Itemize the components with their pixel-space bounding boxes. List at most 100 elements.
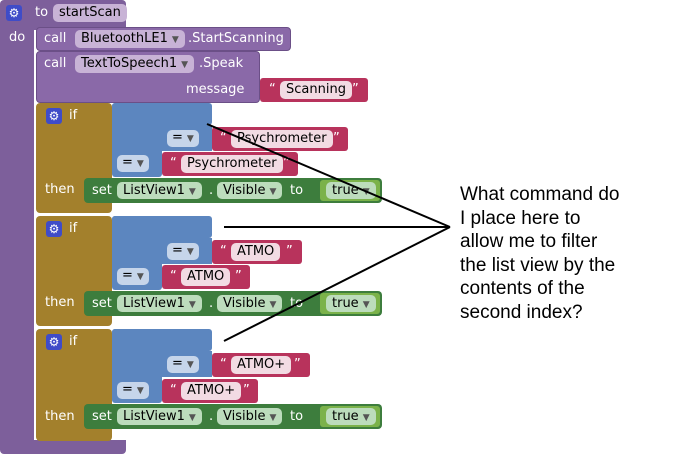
kw-to: to bbox=[290, 183, 304, 198]
chevron-down-icon: ▼ bbox=[269, 413, 277, 423]
kw-then: then bbox=[45, 409, 75, 424]
arg-label-message: message bbox=[186, 82, 245, 97]
op-label: = bbox=[172, 243, 183, 258]
kw-set: set bbox=[92, 409, 112, 424]
kw-to: to bbox=[35, 5, 49, 20]
boolean-label: true bbox=[332, 409, 359, 424]
chevron-down-icon: ▼ bbox=[188, 300, 196, 310]
component-dropdown-tts[interactable]: TextToSpeech1▼ bbox=[75, 55, 195, 73]
text-field[interactable]: ATMO+ bbox=[231, 356, 292, 374]
annotation-line: What command do bbox=[460, 184, 620, 205]
kw-then: then bbox=[45, 182, 75, 197]
quote-open: “ bbox=[170, 269, 177, 284]
quote-close: ” bbox=[352, 82, 359, 97]
kw-then: then bbox=[45, 295, 75, 310]
gear-icon[interactable]: ⚙ bbox=[46, 108, 62, 124]
dot-label: . bbox=[209, 296, 214, 311]
property-dropdown-visible[interactable]: Visible▼ bbox=[217, 408, 283, 425]
property-label: Visible bbox=[223, 183, 266, 198]
annotation-line: I place here to bbox=[460, 207, 581, 229]
component-dropdown-listview[interactable]: ListView1▼ bbox=[117, 408, 202, 425]
quote-open: “ bbox=[269, 82, 276, 97]
annotation-line: allow me to filter bbox=[460, 231, 598, 252]
component-label: ListView1 bbox=[123, 183, 185, 198]
chevron-down-icon: ▼ bbox=[136, 159, 144, 169]
gear-icon[interactable]: ⚙ bbox=[6, 5, 22, 21]
quote-open: “ bbox=[170, 383, 177, 398]
annotation-line: the list view by the bbox=[460, 254, 616, 276]
op-label: = bbox=[122, 155, 133, 170]
quote-close: ” bbox=[235, 269, 242, 284]
chevron-down-icon: ▼ bbox=[269, 187, 277, 197]
text-field[interactable]: ATMO+ bbox=[181, 382, 242, 400]
quote-open: “ bbox=[220, 357, 227, 372]
compare-op-dropdown-outer[interactable]: =▼ bbox=[117, 268, 149, 285]
kw-if: if bbox=[69, 221, 78, 236]
component-dropdown-bluetooth[interactable]: BluetoothLE1▼ bbox=[75, 30, 185, 48]
chevron-down-icon: ▼ bbox=[186, 360, 194, 370]
chevron-down-icon: ▼ bbox=[362, 413, 370, 423]
annotation-question: What command do I place here to allow me… bbox=[460, 183, 685, 324]
compare-op-dropdown-inner[interactable]: =▼ bbox=[167, 243, 199, 260]
chevron-down-icon: ▼ bbox=[188, 187, 196, 197]
component-label: BluetoothLE1 bbox=[81, 31, 168, 46]
kw-do: do bbox=[9, 30, 26, 45]
chevron-down-icon: ▼ bbox=[186, 247, 194, 257]
kw-set: set bbox=[92, 296, 112, 311]
gear-icon[interactable]: ⚙ bbox=[46, 334, 62, 350]
compare-block-top-1 bbox=[112, 103, 212, 125]
property-dropdown-visible[interactable]: Visible▼ bbox=[217, 295, 283, 312]
compare-block-top-3 bbox=[112, 329, 212, 351]
arrow-line-3 bbox=[223, 226, 451, 342]
quote-close: ” bbox=[283, 156, 290, 171]
compare-op-dropdown-inner[interactable]: =▼ bbox=[167, 130, 199, 147]
compare-op-dropdown-outer[interactable]: =▼ bbox=[117, 155, 149, 172]
quote-open: “ bbox=[220, 244, 227, 259]
kw-if: if bbox=[69, 108, 78, 123]
op-label: = bbox=[122, 382, 133, 397]
kw-if: if bbox=[69, 334, 78, 349]
component-dropdown-listview[interactable]: ListView1▼ bbox=[117, 295, 202, 312]
annotation-line: contents of the bbox=[460, 278, 585, 299]
compare-block-top-2 bbox=[112, 216, 212, 238]
op-label: = bbox=[172, 356, 183, 371]
gear-icon[interactable]: ⚙ bbox=[46, 221, 62, 237]
chevron-down-icon: ▼ bbox=[188, 413, 196, 423]
chevron-down-icon: ▼ bbox=[362, 300, 370, 310]
dot-label: . bbox=[209, 183, 214, 198]
property-label: Visible bbox=[223, 409, 266, 424]
chevron-down-icon: ▼ bbox=[181, 60, 189, 70]
quote-close: ” bbox=[243, 383, 250, 398]
method-label: .StartScanning bbox=[188, 31, 284, 46]
arrow-line-1 bbox=[206, 123, 451, 228]
boolean-label: true bbox=[332, 296, 359, 311]
property-dropdown-visible[interactable]: Visible▼ bbox=[217, 182, 283, 199]
quote-close: ” bbox=[333, 131, 340, 146]
method-label: .Speak bbox=[199, 56, 244, 71]
annotation-line: second index? bbox=[460, 301, 583, 323]
boolean-dropdown-true[interactable]: true▼ bbox=[326, 295, 376, 312]
component-label: ListView1 bbox=[123, 409, 185, 424]
property-label: Visible bbox=[223, 296, 266, 311]
chevron-down-icon: ▼ bbox=[186, 134, 194, 144]
text-field-scanning[interactable]: Scanning bbox=[280, 81, 352, 99]
chevron-down-icon: ▼ bbox=[269, 300, 277, 310]
component-label: TextToSpeech1 bbox=[81, 56, 178, 71]
kw-call: call bbox=[44, 56, 67, 71]
text-field[interactable]: ATMO bbox=[181, 268, 231, 286]
text-field[interactable]: ATMO bbox=[231, 243, 281, 261]
component-dropdown-listview[interactable]: ListView1▼ bbox=[117, 182, 202, 199]
procedure-name-field[interactable]: startScan bbox=[53, 4, 127, 22]
compare-op-dropdown-inner[interactable]: =▼ bbox=[167, 356, 199, 373]
kw-to: to bbox=[290, 409, 304, 424]
boolean-dropdown-true[interactable]: true▼ bbox=[326, 408, 376, 425]
chevron-down-icon: ▼ bbox=[136, 272, 144, 282]
quote-open: “ bbox=[220, 131, 227, 146]
text-field[interactable]: Psychrometer bbox=[231, 130, 333, 148]
text-field[interactable]: Psychrometer bbox=[181, 155, 283, 173]
quote-close: ” bbox=[286, 244, 293, 259]
compare-op-dropdown-outer[interactable]: =▼ bbox=[117, 382, 149, 399]
dot-label: . bbox=[209, 409, 214, 424]
procedure-spine bbox=[0, 24, 34, 444]
